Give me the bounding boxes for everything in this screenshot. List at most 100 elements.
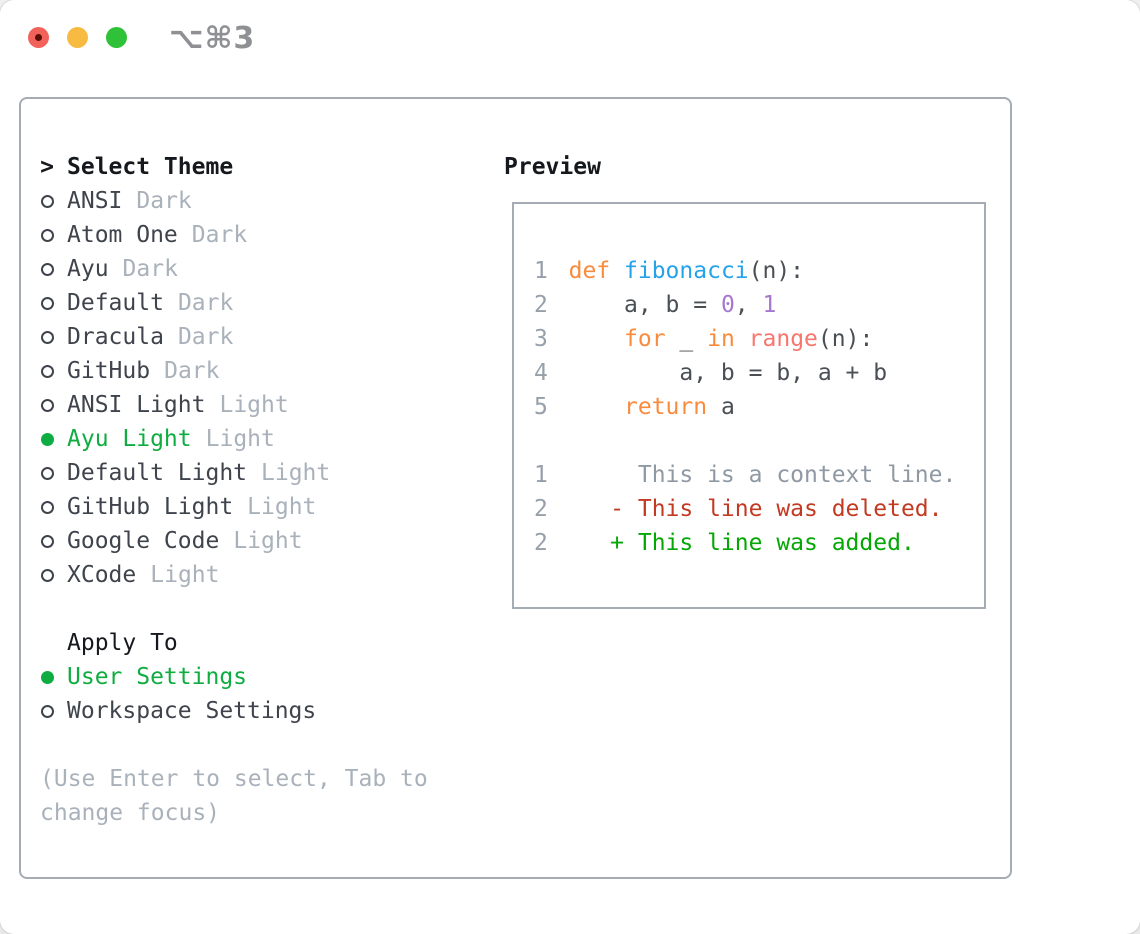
- theme-item-default[interactable]: Default Dark: [40, 286, 486, 320]
- apply-option-workspace-settings[interactable]: Workspace Settings: [40, 694, 486, 728]
- code-token: a: [707, 394, 735, 420]
- code-token: (n):: [748, 258, 805, 284]
- theme-variant-tag: Dark: [136, 188, 192, 214]
- theme-item-label: ANSI: [67, 188, 123, 214]
- code-line-blank: [534, 424, 984, 458]
- code-token: def: [568, 258, 611, 284]
- radio-icon: [40, 524, 54, 558]
- apply-to-header: Apply To: [40, 626, 486, 660]
- theme-item-atom-one[interactable]: Atom One Dark: [40, 218, 486, 252]
- code-token: ,: [734, 292, 763, 318]
- radio-icon: [40, 320, 54, 354]
- code-token: _: [665, 326, 708, 352]
- theme-variant-tag: Dark: [164, 358, 220, 384]
- code-token: (n):: [817, 326, 874, 352]
- theme-list-title: Select Theme: [67, 154, 234, 180]
- line-number: 1: [534, 462, 548, 488]
- apply-option-user-settings[interactable]: User Settings: [40, 660, 486, 694]
- apply-to-title: Apply To: [67, 630, 178, 656]
- theme-variant-tag: Dark: [122, 256, 178, 282]
- keyboard-hint: (Use Enter to select, Tab to change focu…: [40, 766, 428, 826]
- apply-option-label: User Settings: [67, 664, 248, 690]
- theme-item-label: Ayu Light: [67, 426, 192, 452]
- code-line: 4 a, b = b, a + b: [534, 356, 984, 390]
- radio-icon: [40, 252, 54, 286]
- close-button[interactable]: [28, 27, 49, 48]
- theme-variant-tag: Dark: [177, 290, 234, 316]
- theme-variant-tag: Dark: [177, 324, 234, 350]
- radio-icon: [40, 184, 54, 218]
- code-token: This is a context line.: [568, 462, 957, 488]
- code-token: + This line was added.: [568, 530, 915, 556]
- code-token: range: [748, 326, 818, 352]
- code-line: 2 a, b = 0, 1: [534, 288, 984, 322]
- line-number: 2: [534, 496, 548, 522]
- theme-item-ansi[interactable]: ANSI Dark: [40, 184, 486, 218]
- theme-item-ayu[interactable]: Ayu Dark: [40, 252, 486, 286]
- minimize-button[interactable]: [67, 27, 88, 48]
- line-number: 1: [534, 258, 548, 284]
- theme-variant-tag: Light: [233, 528, 303, 554]
- preview-title: Preview: [504, 154, 601, 180]
- code-token: for: [624, 326, 666, 352]
- theme-item-label: Atom One: [67, 222, 178, 248]
- theme-variant-tag: Light: [261, 460, 331, 486]
- code-token: - This line was deleted.: [568, 496, 943, 522]
- apply-to-spacer: [40, 626, 54, 660]
- line-number: 5: [534, 394, 548, 420]
- theme-item-dracula[interactable]: Dracula Dark: [40, 320, 486, 354]
- theme-item-ayu-light[interactable]: Ayu Light Light: [40, 422, 486, 456]
- theme-item-google-code[interactable]: Google Code Light: [40, 524, 486, 558]
- theme-item-label: Dracula: [67, 324, 164, 350]
- code-line: 2 - This line was deleted.: [534, 492, 984, 526]
- theme-item-label: GitHub Light: [67, 494, 234, 520]
- theme-variant-tag: Light: [150, 562, 220, 588]
- code-token: [569, 326, 624, 352]
- radio-icon: [40, 558, 54, 592]
- radio-icon: [40, 218, 54, 252]
- theme-item-label: Default Light: [67, 460, 248, 486]
- code-token: a, b =: [568, 292, 721, 318]
- code-token: fibonacci: [624, 258, 749, 284]
- code-line: 2 + This line was added.: [534, 526, 984, 560]
- prompt-icon: >: [40, 154, 54, 180]
- code-token: 0: [720, 292, 735, 318]
- zoom-button[interactable]: [106, 27, 127, 48]
- theme-variant-tag: Light: [247, 494, 317, 520]
- theme-item-label: Default: [67, 290, 164, 316]
- code-line: 5 return a: [534, 390, 984, 424]
- code-line: 1 This is a context line.: [534, 458, 984, 492]
- line-number: 2: [534, 530, 548, 556]
- code-token: [610, 258, 624, 284]
- code-token: in: [707, 326, 735, 352]
- theme-variant-tag: Dark: [191, 222, 248, 248]
- code-token: [569, 394, 624, 420]
- code-line: 1 def fibonacci(n):: [534, 254, 984, 288]
- line-number: 4: [534, 360, 548, 386]
- apply-option-label: Workspace Settings: [67, 698, 317, 724]
- code-line: 3 for _ in range(n):: [534, 322, 984, 356]
- radio-icon: [40, 456, 54, 490]
- theme-item-default-light[interactable]: Default Light Light: [40, 456, 486, 490]
- theme-variant-tag: Light: [205, 426, 275, 452]
- window-shortcut-label: ⌥⌘3: [169, 21, 256, 56]
- theme-item-github-light[interactable]: GitHub Light Light: [40, 490, 486, 524]
- radio-icon: [40, 388, 54, 422]
- theme-variant-tag: Light: [219, 392, 289, 418]
- code-token: 1: [762, 292, 777, 318]
- theme-list-header: > Select Theme: [40, 150, 486, 184]
- theme-item-label: ANSI Light: [67, 392, 206, 418]
- theme-item-label: Google Code: [67, 528, 220, 554]
- theme-item-label: Ayu: [67, 256, 109, 282]
- radio-selected-icon: [40, 422, 54, 456]
- line-number: 3: [534, 326, 548, 352]
- radio-icon: [40, 490, 54, 524]
- theme-item-ansi-light[interactable]: ANSI Light Light: [40, 388, 486, 422]
- line-number: 2: [534, 292, 548, 318]
